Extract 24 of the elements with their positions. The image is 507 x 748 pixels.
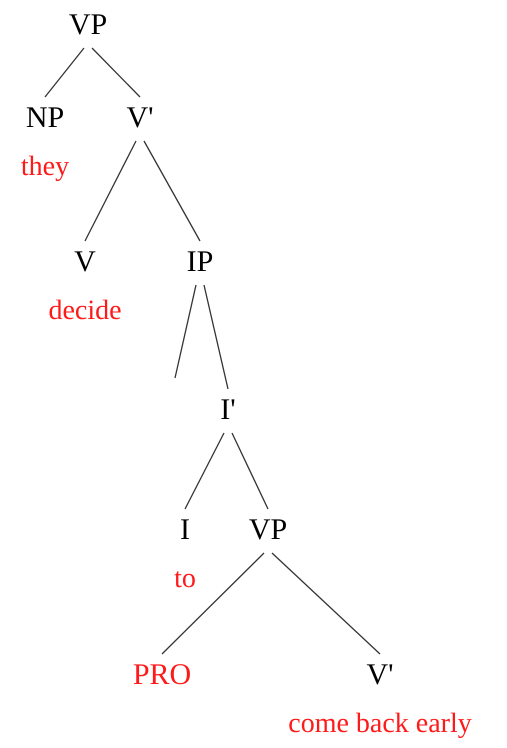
category-label: PRO bbox=[132, 658, 192, 692]
word-label: come back early bbox=[288, 708, 472, 740]
branch-line bbox=[162, 552, 264, 654]
branch-line bbox=[143, 140, 201, 242]
word-label: they bbox=[20, 151, 70, 183]
branch-line bbox=[174, 284, 197, 378]
branch-line bbox=[231, 432, 269, 510]
branch-line bbox=[84, 140, 137, 242]
branch-line bbox=[272, 552, 380, 654]
word-label: decide bbox=[48, 295, 122, 327]
category-label: V' bbox=[126, 101, 154, 135]
category-label: IP bbox=[186, 245, 214, 279]
branch-line bbox=[203, 284, 229, 390]
category-label: VP bbox=[68, 8, 108, 42]
category-label: I' bbox=[220, 393, 236, 427]
category-label: VP bbox=[248, 513, 288, 547]
category-label: I bbox=[180, 513, 190, 547]
category-label: V' bbox=[366, 658, 394, 692]
word-label: to bbox=[174, 563, 196, 595]
branch-line bbox=[184, 432, 225, 510]
category-label: V bbox=[74, 245, 96, 279]
branch-line bbox=[92, 48, 140, 98]
branch-line bbox=[44, 48, 84, 98]
category-label: NP bbox=[26, 101, 64, 135]
